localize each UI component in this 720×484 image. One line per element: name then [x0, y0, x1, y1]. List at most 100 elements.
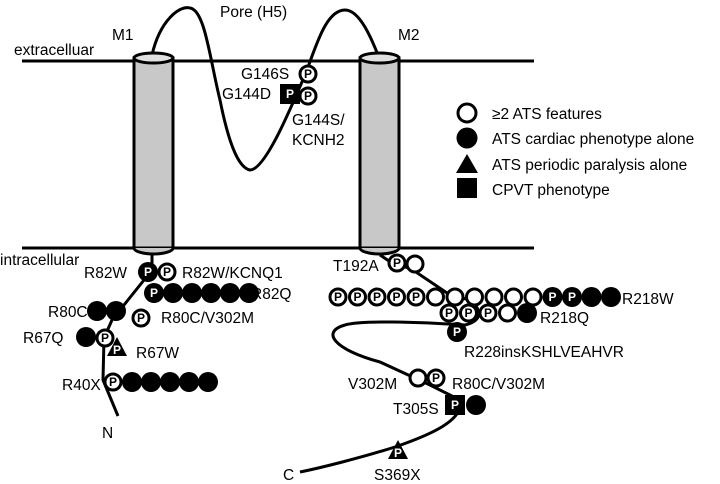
mutation-marker-square-P: P — [280, 84, 300, 104]
mutation-label-r80c-v302m-c: R80C/V302M — [452, 376, 545, 393]
p-mark: P — [304, 89, 312, 103]
p-mark: P — [445, 306, 453, 320]
mutation-label-r82w: R82W — [84, 265, 127, 282]
legend-label-cardiac: ATS cardiac phenotype alone — [492, 131, 694, 148]
mutation-label-s369x: S369X — [374, 467, 421, 484]
p-mark: P — [304, 67, 312, 81]
p-mark: P — [451, 398, 459, 412]
pore-loop-line — [150, 6, 380, 172]
legend-open-circle-icon — [456, 102, 478, 124]
mutation-marker-filled — [239, 283, 259, 303]
mutation-marker-filled — [122, 372, 142, 392]
c-terminus-label: C — [283, 467, 294, 484]
mutation-label-r80c-v302m: R80C/V302M — [161, 310, 254, 327]
c-terminal-chain — [299, 253, 481, 474]
p-mark: P — [334, 290, 342, 304]
mutation-marker-filled — [87, 301, 107, 321]
mutation-marker-open — [484, 287, 504, 307]
mutation-marker-square-P: P — [445, 395, 465, 415]
mutation-marker-open-P: P — [348, 287, 367, 307]
mutation-label-r218w: R218W — [622, 291, 674, 308]
m2-label: M2 — [398, 27, 420, 44]
m1-helix — [132, 51, 175, 256]
mutation-marker-filled-P: P — [447, 322, 467, 342]
mutation-label-t305s: T305S — [393, 401, 439, 418]
legend-label-paralysis: ATS periodic paralysis alone — [492, 157, 687, 174]
mutation-marker-open — [405, 254, 425, 274]
p-mark: P — [101, 331, 109, 345]
mutation-marker-open-P: P — [367, 287, 387, 307]
p-mark: P — [353, 290, 361, 304]
mutation-marker-open-P: P — [328, 287, 348, 307]
mutation-marker-filled — [601, 287, 621, 307]
mutation-marker-filled-P: P — [542, 287, 563, 307]
legend-triangle-icon — [456, 154, 478, 173]
p-mark: P — [412, 290, 420, 304]
mutation-label-kcnh2: KCNH2 — [292, 132, 345, 149]
mutation-marker-filled — [466, 395, 486, 415]
mutation-label-r82w-kcnq1: R82W/KCNQ1 — [182, 265, 283, 282]
legend-filled-circle-icon — [456, 127, 478, 149]
mutation-label-r67w: R67W — [136, 345, 179, 362]
mutation-marker-filled — [179, 372, 199, 392]
p-mark: P — [484, 306, 492, 320]
m2-helix — [358, 51, 401, 256]
mutation-label-r67q: R67Q — [23, 330, 64, 347]
mutation-marker-filled — [163, 283, 183, 303]
p-mark: P — [393, 256, 401, 270]
mutation-label-g144s: G144S/ — [292, 112, 345, 129]
mutation-marker-open-P: P — [103, 372, 123, 392]
p-mark: P — [548, 290, 556, 304]
mutation-marker-filled — [182, 283, 202, 303]
mutation-label-g146s: G146S — [241, 66, 289, 83]
p-mark: P — [150, 286, 158, 300]
p-mark: P — [453, 325, 461, 339]
extracellular-label: extracelluar — [14, 42, 94, 59]
p-mark: P — [109, 375, 117, 389]
mutation-marker-open-P: P — [157, 262, 177, 282]
p-mark: P — [568, 290, 576, 304]
pore-label: Pore (H5) — [220, 4, 287, 21]
mutation-marker-open — [426, 287, 445, 307]
mutation-marker-triangle-P: P — [388, 440, 408, 460]
m1-label: M1 — [112, 27, 134, 44]
mutation-marker-open-P: P — [439, 303, 459, 323]
legend-label-cpvt: CPVT phenotype — [492, 182, 610, 199]
mutation-marker-open — [445, 287, 465, 307]
mutation-marker-open-P: P — [298, 86, 318, 106]
mutation-marker-open — [408, 368, 428, 388]
mutation-label-t192a: T192A — [333, 258, 379, 275]
mutation-marker-open-P: P — [387, 253, 407, 273]
mutation-label-r228ins: R228insKSHLVEAHVR — [464, 344, 624, 361]
mutation-label-r40x: R40X — [62, 377, 101, 394]
mutation-marker-open — [504, 287, 523, 307]
mutation-marker-filled — [198, 372, 218, 392]
p-mark: P — [432, 371, 440, 385]
legend: ≥2 ATS features ATS cardiac phenotype al… — [456, 102, 694, 199]
p-mark: P — [137, 311, 145, 325]
mutation-marker-filled — [220, 283, 240, 303]
mutation-marker-filled — [201, 283, 221, 303]
p-mark: P — [373, 290, 381, 304]
mutation-marker-filled — [141, 372, 161, 392]
p-mark: P — [113, 343, 121, 357]
mutation-marker-triangle-P: P — [107, 337, 127, 357]
mutation-marker-filled — [581, 287, 602, 307]
mutation-marker-filled — [160, 372, 180, 392]
mutation-marker-open-P: P — [298, 64, 318, 84]
intracellular-label: intracellular — [0, 252, 79, 269]
mutation-label-v302m: V302M — [348, 376, 397, 393]
p-mark: P — [163, 265, 171, 279]
mutation-marker-open-P: P — [387, 287, 406, 307]
mutation-marker-filled-P: P — [138, 262, 158, 282]
mutation-marker-open-P: P — [459, 303, 478, 323]
mutation-label-r82q: R82Q — [251, 286, 292, 303]
mutation-marker-filled — [76, 327, 96, 347]
mutation-marker-filled — [517, 303, 537, 323]
mutation-marker-open-P: P — [95, 328, 115, 348]
legend-label-2-ats: ≥2 ATS features — [492, 106, 602, 123]
mutation-label-r80c: R80C — [48, 304, 88, 321]
mutation-marker-open — [498, 303, 517, 323]
